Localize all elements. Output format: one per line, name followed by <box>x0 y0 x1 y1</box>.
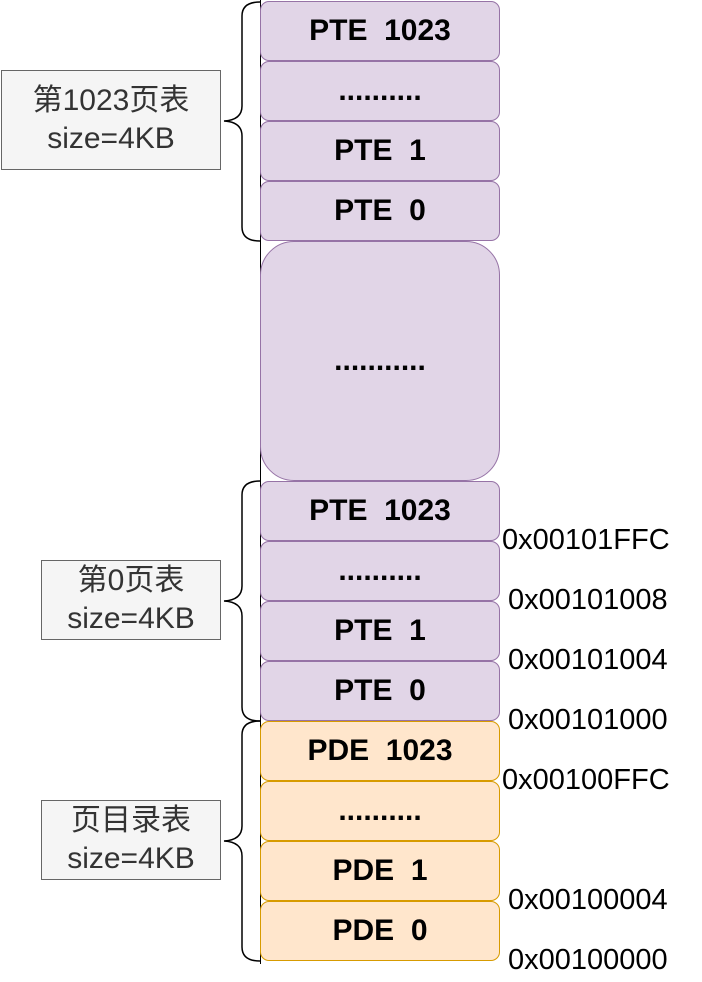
pte-0-cell: PTE 0 <box>260 181 500 241</box>
address-label: 0x00100004 <box>508 884 668 916</box>
address-label: 0x00101FFC <box>502 524 670 556</box>
pte-1023-cell: PTE 1023 <box>260 481 500 541</box>
page-table-0-size: size=4KB <box>67 602 195 635</box>
address-label: 0x00101008 <box>508 584 668 616</box>
address-label: 0x00101004 <box>508 644 668 676</box>
brace-page-table-1023 <box>223 1 261 242</box>
address-label: 0x00100FFC <box>502 764 670 796</box>
pte-1-cell: PTE 1 <box>260 121 500 181</box>
brace-page-table-0 <box>223 480 261 722</box>
page-directory-label: 页目录表 size=4KB <box>41 800 221 880</box>
address-label: 0x00101000 <box>508 704 668 736</box>
page-table-1023-size: size=4KB <box>47 122 175 155</box>
pde-1-cell: PDE 1 <box>260 841 500 901</box>
pde-ellipsis-cell: .......... <box>260 781 500 841</box>
intermediate-page-tables-block: ........... <box>260 241 500 481</box>
brace-page-directory <box>223 720 261 962</box>
pte-0-cell: PTE 0 <box>260 661 500 721</box>
pte-1-cell: PTE 1 <box>260 601 500 661</box>
pte-ellipsis-cell: .......... <box>260 541 500 601</box>
address-label: 0x00100000 <box>508 944 668 976</box>
page-table-0-title: 第0页表 <box>77 564 185 597</box>
pte-ellipsis-cell: .......... <box>260 61 500 121</box>
page-table-1023-label: 第1023页表 size=4KB <box>1 70 221 170</box>
page-table-1023-title: 第1023页表 <box>32 84 190 117</box>
page-directory-title: 页目录表 <box>71 804 191 837</box>
pte-1023-cell: PTE 1023 <box>260 1 500 61</box>
pde-0-cell: PDE 0 <box>260 901 500 961</box>
memory-column-line <box>260 0 261 964</box>
pde-1023-cell: PDE 1023 <box>260 721 500 781</box>
page-table-0-label: 第0页表 size=4KB <box>41 560 221 640</box>
page-directory-size: size=4KB <box>67 842 195 875</box>
